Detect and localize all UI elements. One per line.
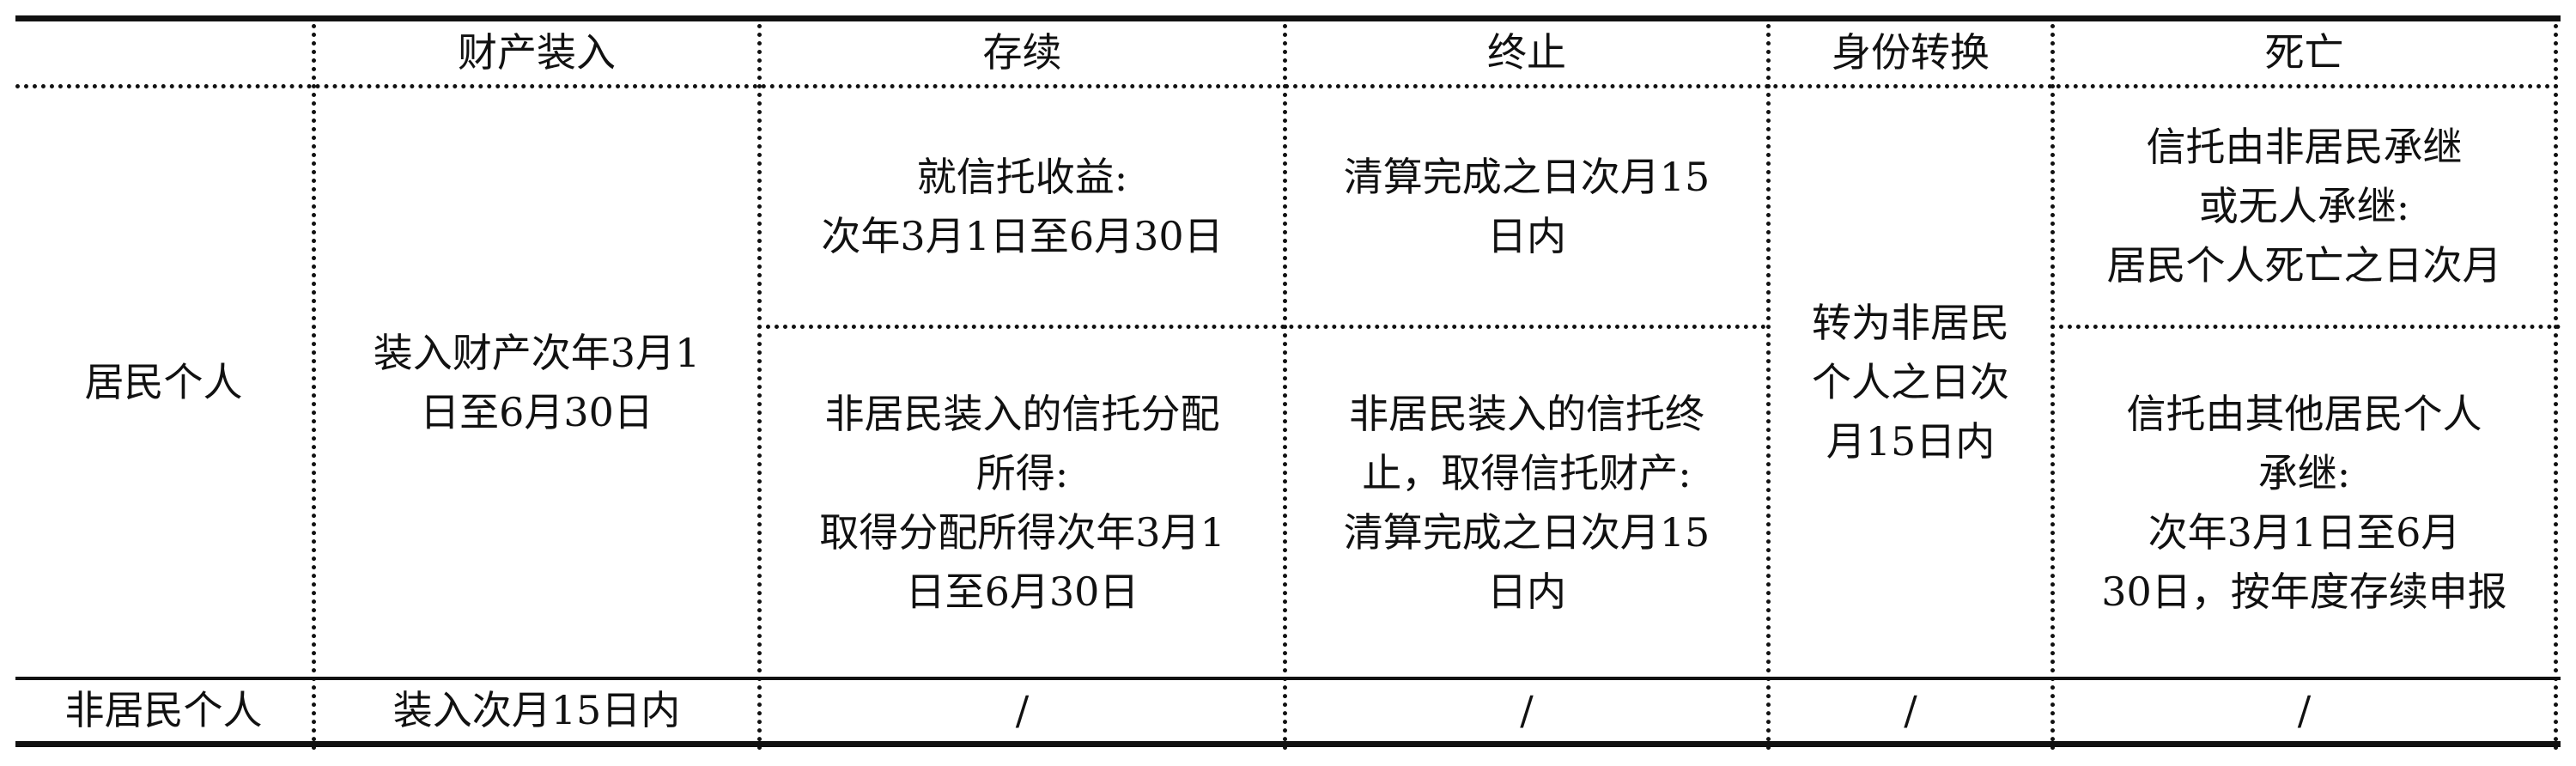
header-death: 死亡 [2264, 29, 2344, 76]
header-blank [15, 21, 312, 84]
sub-row-divider [757, 325, 1766, 329]
nonresident-identity-change: / [1904, 687, 1917, 733]
resident-existence-trust-income: 就信托收益: 次年3月1日至6月30日 [821, 153, 1224, 259]
column-divider [757, 15, 762, 751]
row-label-nonresident: 非居民个人 [64, 687, 263, 733]
nonresident-termination: / [1520, 687, 1534, 733]
resident-property-in: 装入财产次年3月1 日至6月30日 [373, 329, 701, 435]
column-divider [2554, 15, 2558, 751]
resident-termination-settlement: 清算完成之日次月15 日内 [1343, 153, 1710, 259]
resident-termination-nonresident: 非居民装入的信托终 止，取得信托财产: 清算完成之日次月15 日内 [1343, 390, 1710, 615]
row-divider [15, 677, 2561, 680]
header-identity-change: 身份转换 [1832, 29, 1990, 76]
header-existence: 存续 [982, 29, 1062, 76]
nonresident-existence: / [1015, 687, 1030, 733]
column-divider [1766, 15, 1771, 751]
header-property-in: 财产装入 [458, 29, 616, 76]
column-divider [312, 15, 316, 751]
nonresident-death: / [2297, 687, 2312, 733]
resident-death-nonresident-heir: 信托由非居民承继 或无人承继: 居民个人死亡之日次月 [2106, 124, 2502, 289]
header-termination: 终止 [1487, 29, 1566, 76]
row-label-resident: 居民个人 [84, 359, 243, 405]
sub-row-divider [2050, 325, 2561, 329]
nonresident-property-in: 装入次月15日内 [392, 687, 681, 733]
column-divider [2050, 15, 2055, 751]
resident-identity-change: 转为非居民 个人之日次 月15日内 [1812, 300, 2009, 465]
resident-existence-nonresident-distribution: 非居民装入的信托分配 所得: 取得分配所得次年3月1 日至6月30日 [819, 390, 1225, 615]
table-frame [15, 15, 2561, 747]
column-divider [1283, 15, 1287, 751]
header-row-divider [15, 84, 2561, 88]
resident-death-resident-heir: 信托由其他居民个人 承继: 次年3月1日至6月 30日，按年度存续申报 [2101, 390, 2507, 615]
